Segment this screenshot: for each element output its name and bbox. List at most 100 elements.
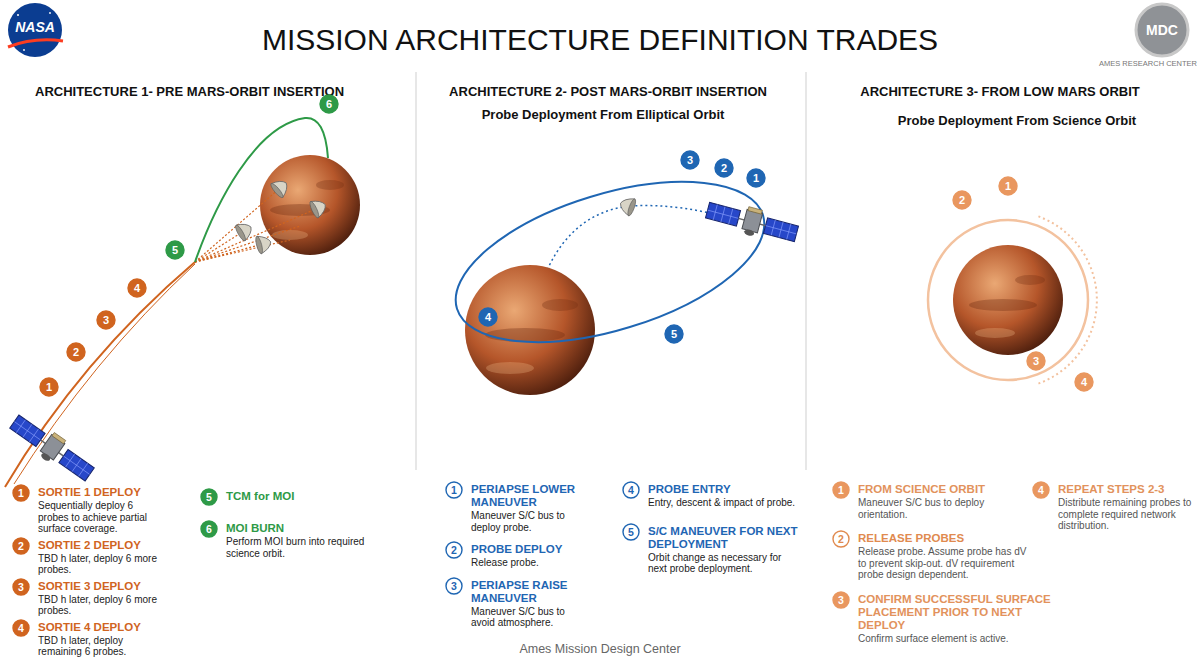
step-description: Distribute remaining probes to complete …: [1058, 497, 1200, 532]
probe-trajectory: [195, 188, 280, 262]
callout-number: 6: [319, 94, 339, 114]
callout-circle: 5: [165, 240, 185, 260]
step-item: 1SORTIE 1 DEPLOYSequentially deploy 6 pr…: [12, 484, 166, 535]
probe-trajectory: [195, 240, 290, 262]
step-badge-outline: [446, 482, 462, 498]
callout-circle-outline: [320, 95, 338, 113]
step-item: 1PERIAPSE LOWER MANEUVERManeuver S/C bus…: [445, 481, 589, 533]
step-description: Orbit change as necessary for next probe…: [648, 552, 798, 575]
surface-feature: [485, 328, 565, 342]
callout-number: 2: [832, 530, 850, 548]
callout-circle-outline: [67, 343, 85, 361]
step-description: Release probe. Assume probe has dV to pr…: [858, 546, 1028, 581]
step-description: Maneuver S/C bus to deploy orientation.: [858, 497, 1028, 520]
step-badge: 2: [445, 541, 463, 559]
step-badge: 1: [445, 481, 463, 499]
probe-symbol: [254, 233, 273, 254]
callout-circle-outline: [665, 325, 683, 343]
callout-circle: 5: [664, 324, 684, 344]
step-badge-outline: [446, 578, 462, 594]
step-badge: 1: [12, 484, 30, 502]
surface-feature: [969, 299, 1037, 311]
logo-text: MDC: [1146, 22, 1178, 38]
step-description: Maneuver S/C bus to avoid atmosphere.: [471, 606, 589, 629]
step-badge-outline: [623, 482, 639, 498]
logo-star: [23, 49, 25, 51]
step-heading: PROBE ENTRY: [648, 481, 798, 496]
step-badge: 3: [445, 577, 463, 595]
surface-feature: [316, 180, 344, 190]
step-heading: TCM for MOI: [226, 488, 376, 503]
logo-star: [49, 12, 51, 14]
callout-number: 5: [200, 488, 218, 506]
probe-symbol: [617, 195, 637, 217]
step-badge: 2: [12, 537, 30, 555]
callout-circle-outline: [1075, 373, 1093, 391]
step-item: 3CONFIRM SUCCESSFUL SURFACE PLACEMENT PR…: [832, 591, 1068, 645]
callout-circle: 6: [319, 94, 339, 114]
panel-divider: [416, 72, 417, 470]
callout-number: 1: [39, 377, 59, 397]
step-item: 6MOI BURNPerform MOI burn into required …: [200, 520, 376, 559]
callout-number: 4: [127, 278, 147, 298]
step-description: Release probe.: [471, 557, 589, 569]
step-badge: 3: [12, 578, 30, 596]
callout-circle-outline: [715, 159, 733, 177]
callout-circle: 4: [478, 307, 498, 327]
callout-number: 6: [200, 520, 218, 538]
step-item: 4REPEAT STEPS 2-3Distribute remaining pr…: [1032, 481, 1200, 532]
probe-symbol: [308, 196, 329, 218]
diagram-title: MISSION ARCHITECTURE DEFINITION TRADES: [262, 23, 938, 57]
step-badge: 2: [832, 530, 850, 548]
callout-circle: 4: [127, 278, 147, 298]
logo-star: [17, 14, 19, 16]
step-heading: PERIAPSE RAISE MANEUVER: [471, 577, 589, 605]
mars-planet: [465, 265, 595, 395]
section-subheading: Probe Deployment From Science Orbit: [898, 113, 1136, 128]
approach-trajectory: [5, 262, 195, 487]
mars-planet: [260, 155, 360, 255]
probe-trajectory: [195, 231, 244, 262]
step-heading: FROM SCIENCE ORBIT: [858, 481, 1028, 496]
spacecraft-symbol: [704, 197, 800, 248]
step-badge: 5: [200, 488, 218, 506]
callout-circle-outline: [479, 308, 497, 326]
step-item: 3 PERIAPSE RAISE MANEUVERManeuver S/C bus…: [445, 577, 589, 629]
panel-divider: [806, 72, 807, 470]
surface-feature: [486, 362, 534, 374]
surface-feature: [975, 328, 1015, 338]
callout-circle: 1: [746, 168, 766, 188]
spacecraft-symbol: [6, 410, 97, 486]
callout-number: 1: [746, 168, 766, 188]
step-badge-outline: [623, 524, 639, 540]
callout-number: 2: [952, 190, 972, 210]
callout-circle-outline: [166, 241, 184, 259]
callout-number: 1: [12, 484, 30, 502]
step-heading: PROBE DEPLOY: [471, 541, 589, 556]
surface-feature: [542, 299, 578, 311]
step-texts: RELEASE PROBESRelease probe. Assume prob…: [858, 530, 1028, 581]
science-orbit: [928, 220, 1088, 380]
step-item: 1 FROM SCIENCE ORBITManeuver S/C bus to d…: [832, 481, 1028, 520]
step-item: 5 TCM for MOI: [200, 488, 376, 506]
step-badge-outline: [201, 489, 217, 505]
step-texts: CONFIRM SUCCESSFUL SURFACE PLACEMENT PRI…: [858, 591, 1068, 645]
callout-circle-outline: [999, 177, 1017, 195]
callout-number: 4: [622, 481, 640, 499]
step-texts: TCM for MOI: [226, 488, 376, 503]
callout-number: 3: [445, 577, 463, 595]
callout-number: 2: [12, 537, 30, 555]
step-item: 2 PROBE DEPLOYRelease probe.: [445, 541, 589, 569]
step-badge-outline: [833, 482, 849, 498]
step-texts: REPEAT STEPS 2-3Distribute remaining pro…: [1058, 481, 1200, 532]
step-badge: 5: [622, 523, 640, 541]
logo-subtext: AMES RESEARCH CENTER: [1099, 59, 1197, 68]
step-item: 4 PROBE ENTRYEntry, descent & impact of p…: [622, 481, 798, 509]
diagram-caption: Ames Mission Design Center: [519, 642, 680, 656]
step-badge: 1: [832, 481, 850, 499]
step-description: Entry, descent & impact of probe.: [648, 497, 798, 509]
step-badge-outline: [1033, 482, 1049, 498]
step-description: TBD h later, deploy 6 more probes.: [38, 553, 166, 576]
step-badge: 4: [12, 619, 30, 637]
